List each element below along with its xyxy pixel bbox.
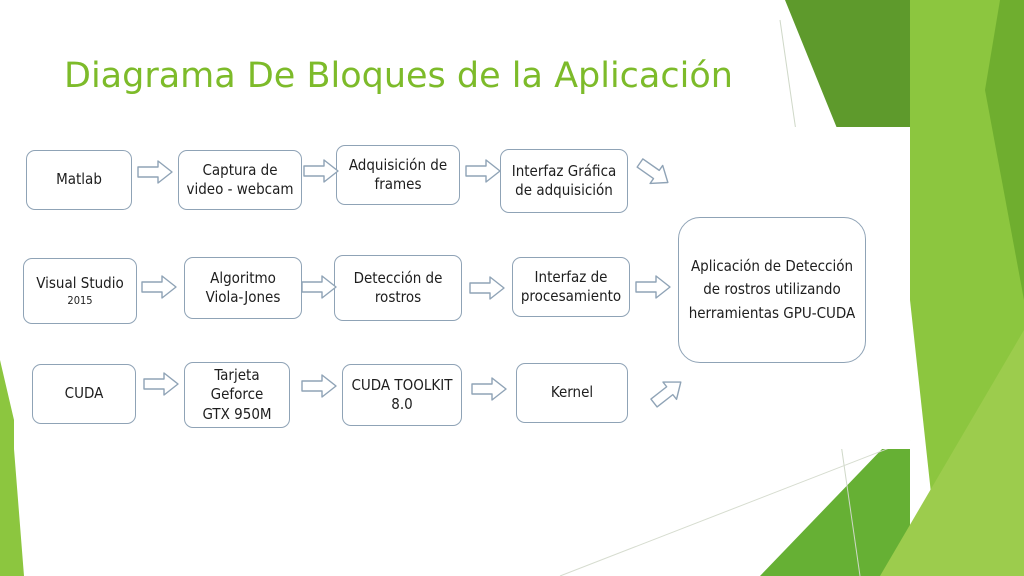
- arrow-row1-2: [303, 159, 339, 183]
- arrow-row2-2: [301, 275, 337, 299]
- visual-studio-label: Visual Studio: [36, 274, 124, 293]
- arrow-row2-3: [469, 276, 505, 300]
- arrow-row3-2: [301, 374, 337, 398]
- arrow-row2-to-result: [635, 275, 671, 299]
- green-facet-bottom: [760, 420, 910, 576]
- node-interfaz-procesamiento: Interfaz de procesamiento: [512, 257, 630, 317]
- node-captura-video: Captura de video - webcam: [178, 150, 302, 210]
- slide-title: Diagrama De Bloques de la Aplicación: [64, 56, 733, 96]
- arrow-row1-1: [137, 160, 173, 184]
- green-facet-mid: [985, 0, 1024, 300]
- arrow-row1-to-result: [632, 153, 675, 193]
- node-cuda-toolkit: CUDA TOOLKIT 8.0: [342, 364, 462, 426]
- green-sliver-left: [0, 360, 24, 576]
- node-matlab: Matlab: [26, 150, 132, 210]
- green-facet-right-bottom: [880, 330, 1024, 576]
- node-cuda: CUDA: [32, 364, 136, 424]
- node-visual-studio: Visual Studio 2015: [23, 258, 137, 324]
- node-interfaz-grafica: Interfaz Gráfica de adquisición: [500, 149, 628, 213]
- node-tarjeta-geforce: Tarjeta Geforce GTX 950M: [184, 362, 290, 428]
- node-viola-jones: Algoritmo Viola-Jones: [184, 257, 302, 319]
- thin-line-decoration-2: [559, 439, 911, 576]
- node-adquisicion-frames: Adquisición de frames: [336, 145, 460, 205]
- node-kernel: Kernel: [516, 363, 628, 423]
- arrow-row3-to-result: [646, 372, 689, 413]
- arrow-row3-3: [471, 377, 507, 401]
- node-aplicacion-resultado: Aplicación de Detección de rostros utili…: [678, 217, 866, 363]
- node-deteccion-rostros: Detección de rostros: [334, 255, 462, 321]
- visual-studio-version: 2015: [67, 293, 93, 307]
- arrow-row3-1: [143, 372, 179, 396]
- arrow-row1-3: [465, 159, 501, 183]
- arrow-row2-1: [141, 275, 177, 299]
- block-diagram: Matlab Captura de video - webcam Adquisi…: [14, 127, 910, 449]
- flow-arrows: [137, 153, 689, 413]
